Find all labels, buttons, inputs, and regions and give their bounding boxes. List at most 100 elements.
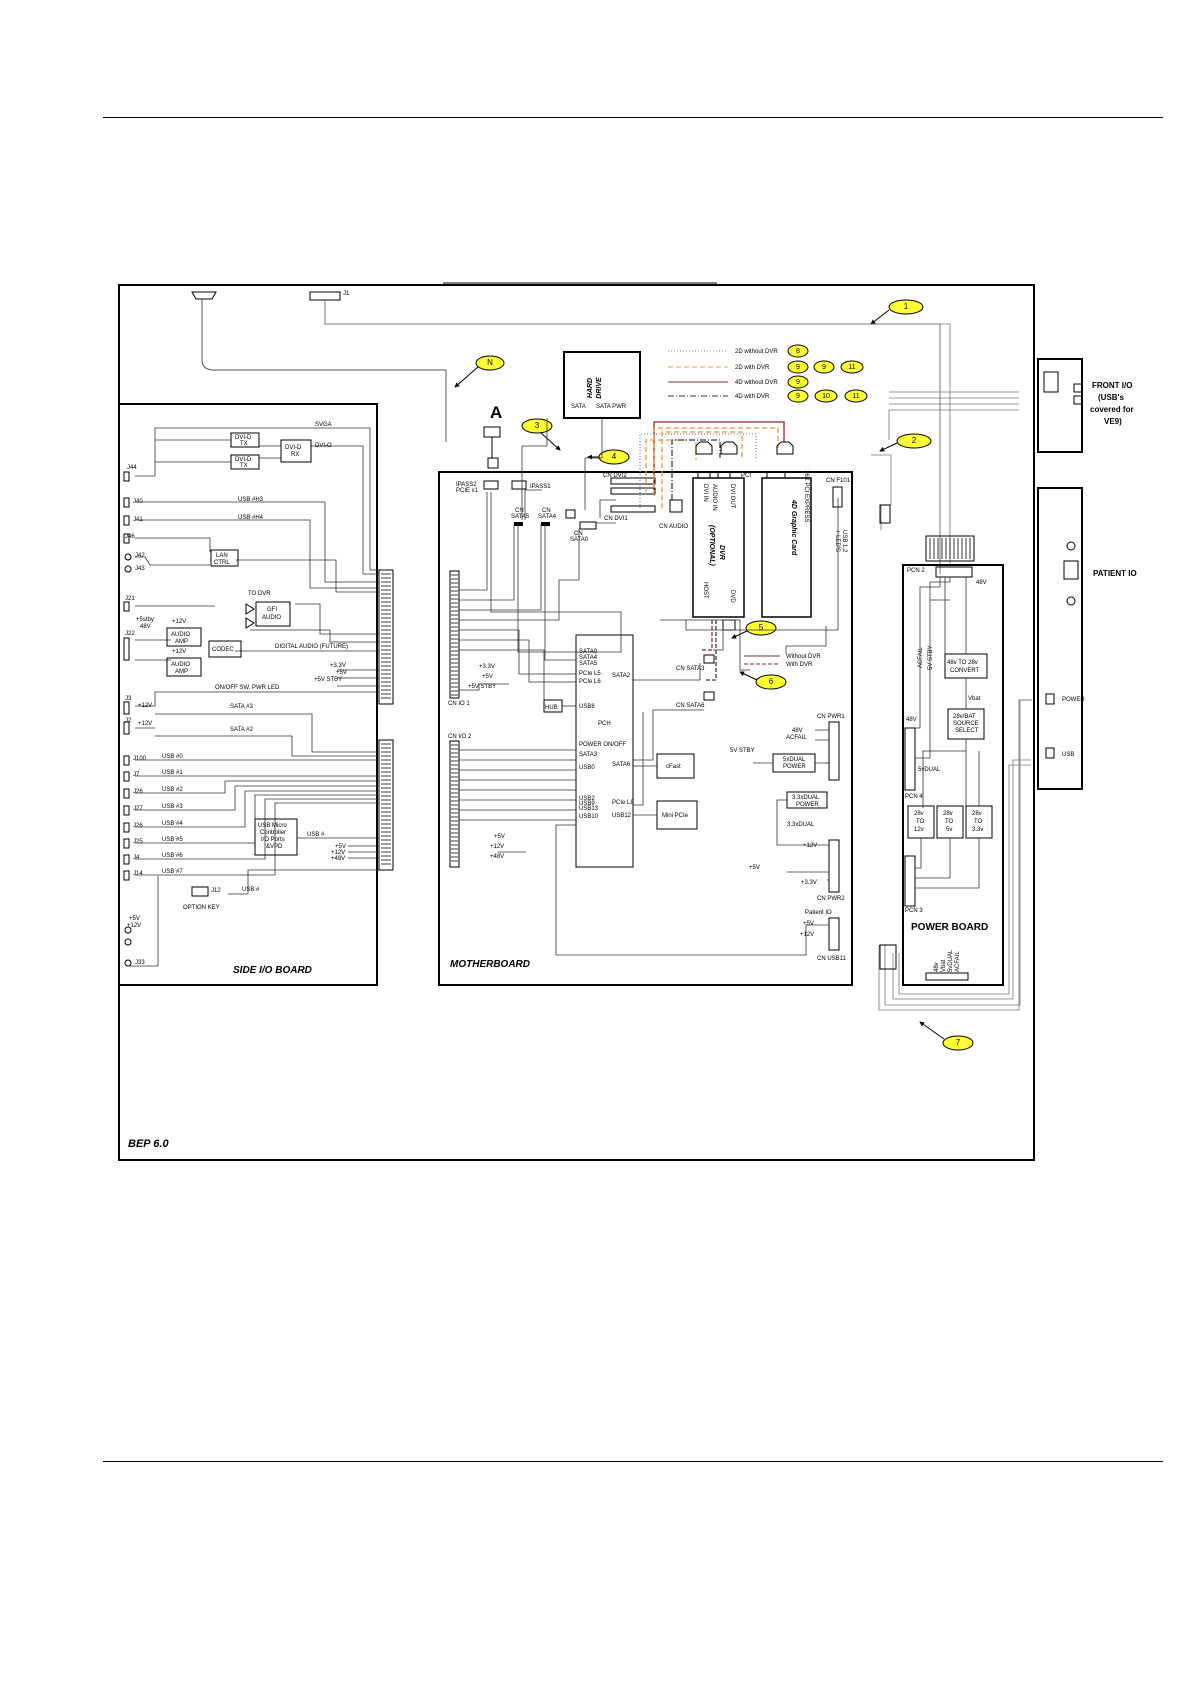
svg-text:CN DVI1: CN DVI1 (604, 516, 628, 522)
svg-text:J3: J3 (125, 696, 132, 702)
external-cabling (870, 323, 1032, 1011)
svg-text:AUDIO: AUDIO (262, 615, 281, 621)
svg-text:SIDE I/O BOARD: SIDE I/O BOARD (233, 965, 312, 976)
svg-text:Patient IO: Patient IO (805, 910, 832, 916)
svg-text:USB #: USB # (242, 887, 260, 893)
svg-text:(OPTIONAL): (OPTIONAL) (708, 525, 715, 566)
svg-text:48V: 48V (140, 624, 151, 630)
svg-text:POWER: POWER (1062, 697, 1085, 703)
svg-text:PCIe L5: PCIe L5 (579, 671, 601, 677)
svg-text:CN PWR1: CN PWR1 (817, 714, 845, 720)
svg-text:POWER ON/OFF: POWER ON/OFF (579, 742, 626, 748)
svg-text:7: 7 (956, 1038, 961, 1047)
svg-text:28v: 28v (943, 811, 953, 817)
svg-text:J4: J4 (133, 855, 140, 861)
svg-text:VE9): VE9) (1104, 417, 1122, 426)
svg-text:DVI-D: DVI-D (235, 457, 252, 463)
svg-text:9: 9 (796, 364, 800, 371)
svg-text:USB12: USB12 (612, 813, 632, 819)
svg-text:Controller: Controller (260, 830, 286, 836)
svg-text:ACFAIL: ACFAIL (918, 647, 924, 668)
svg-text:DVI OUT: DVI OUT (729, 484, 735, 509)
svg-text:USB #1: USB #1 (162, 770, 183, 776)
svg-text:1: 1 (904, 302, 909, 311)
callout-5: 5 (731, 620, 777, 639)
svg-text:SATA5: SATA5 (511, 514, 530, 520)
svg-text:Without DVR: Without DVR (786, 654, 821, 660)
svg-text:SOURCE: SOURCE (953, 721, 979, 727)
svg-text:OPTION KEY: OPTION KEY (183, 905, 220, 911)
svg-text:SATA5: SATA5 (579, 661, 598, 667)
svg-text:USB: USB (1062, 752, 1074, 758)
svg-text:+12V: +12V (490, 844, 504, 850)
svg-text:+5V: +5V (336, 670, 347, 676)
svg-text:MOTHERBOARD: MOTHERBOARD (450, 959, 530, 970)
motherboard: MOTHERBOARD CN IO 1 CN I/O 2 IPASS2 PCIE… (438, 418, 853, 986)
power-board: POWER BOARD PCN 2 48V ACFAIL 5V STBY 48v… (902, 535, 1004, 986)
svg-text:SATA4: SATA4 (538, 514, 557, 520)
svg-text:covered for: covered for (1090, 405, 1134, 414)
svg-text:+12V: +12V (172, 619, 186, 625)
svg-text:POWER BOARD: POWER BOARD (911, 922, 988, 933)
svg-text:J25: J25 (133, 839, 143, 845)
svg-text:+5V STBY: +5V STBY (468, 684, 496, 690)
svg-text:RX: RX (291, 452, 299, 458)
svg-text:CN: CN (574, 531, 583, 537)
svg-text:3.3v: 3.3v (972, 827, 983, 833)
svg-text:PCN 4: PCN 4 (905, 794, 923, 800)
svg-text:+5V: +5V (803, 921, 814, 927)
svg-text:48V: 48V (792, 728, 803, 734)
svg-text:PCIe L6: PCIe L6 (579, 679, 601, 685)
svg-text:CN F101: CN F101 (826, 478, 851, 484)
svg-text:AUDIO: AUDIO (171, 632, 190, 638)
callout-3: 3 (521, 418, 561, 451)
svg-text:DVD: DVD (729, 590, 735, 603)
svg-text:5vDUAL: 5vDUAL (918, 767, 941, 773)
svg-text:USB #H3: USB #H3 (238, 497, 264, 503)
legend: 2D without DVR 8 2D with DVR 9 9 11 4D w… (668, 344, 868, 403)
svg-text:SATA6: SATA6 (612, 762, 631, 768)
svg-text:+12V: +12V (800, 932, 814, 938)
svg-text:USB2: USB2 (579, 796, 595, 802)
callout-7: 7 (919, 1021, 974, 1051)
side-io-board: SIDE I/O BOARD J44 J40 J41 J46 J42 J43 J… (118, 403, 394, 986)
svg-text:4D Graphic Card: 4D Graphic Card (790, 499, 797, 556)
svg-text:5V STBY: 5V STBY (730, 748, 755, 754)
svg-text:+5V STBY: +5V STBY (314, 677, 342, 683)
svg-text:SATA #2: SATA #2 (230, 727, 253, 733)
svg-text:+ LED'S: + LED'S (834, 530, 840, 552)
svg-text:TO: TO (974, 819, 983, 825)
svg-text:AUDIO: AUDIO (171, 662, 190, 668)
svg-text:SATA3: SATA3 (579, 752, 598, 758)
svg-text:4D with DVR: 4D with DVR (735, 394, 770, 400)
svg-text:28v: 28v (972, 811, 982, 817)
svg-text:48v: 48v (934, 962, 940, 972)
svg-text:+12V: +12V (127, 923, 141, 929)
svg-text:+12V: +12V (172, 649, 186, 655)
svg-text:+5V: +5V (494, 834, 505, 840)
svg-text:11: 11 (852, 393, 859, 400)
svg-text:TX: TX (240, 441, 248, 447)
svg-text:2D with DVR: 2D with DVR (735, 365, 770, 371)
svg-text:J12: J12 (211, 888, 221, 894)
svg-text:USB #H4: USB #H4 (238, 515, 264, 521)
callout-6: 6 (739, 671, 787, 690)
top-vga-connector (191, 291, 447, 442)
svg-text:ACFAIL: ACFAIL (786, 735, 807, 741)
svg-text:+48V: +48V (490, 854, 504, 860)
svg-text:DVI-D: DVI-D (235, 435, 252, 441)
svg-text:USB #6: USB #6 (162, 853, 183, 859)
svg-text:J2: J2 (125, 718, 132, 724)
svg-text:(USB's: (USB's (1098, 393, 1124, 402)
svg-text:USB0: USB0 (579, 765, 595, 771)
svg-text:TX: TX (240, 463, 248, 469)
svg-text:CN SATA3: CN SATA3 (676, 666, 705, 672)
bottom-rule (103, 1461, 1163, 1462)
svg-text:10: 10 (822, 393, 830, 400)
marker-a: A (490, 403, 502, 422)
svg-text:PCIe L8: PCIe L8 (612, 800, 634, 806)
top-rule (103, 117, 1163, 118)
svg-text:HUB: HUB (545, 705, 558, 711)
svg-text:J1: J1 (343, 291, 350, 297)
